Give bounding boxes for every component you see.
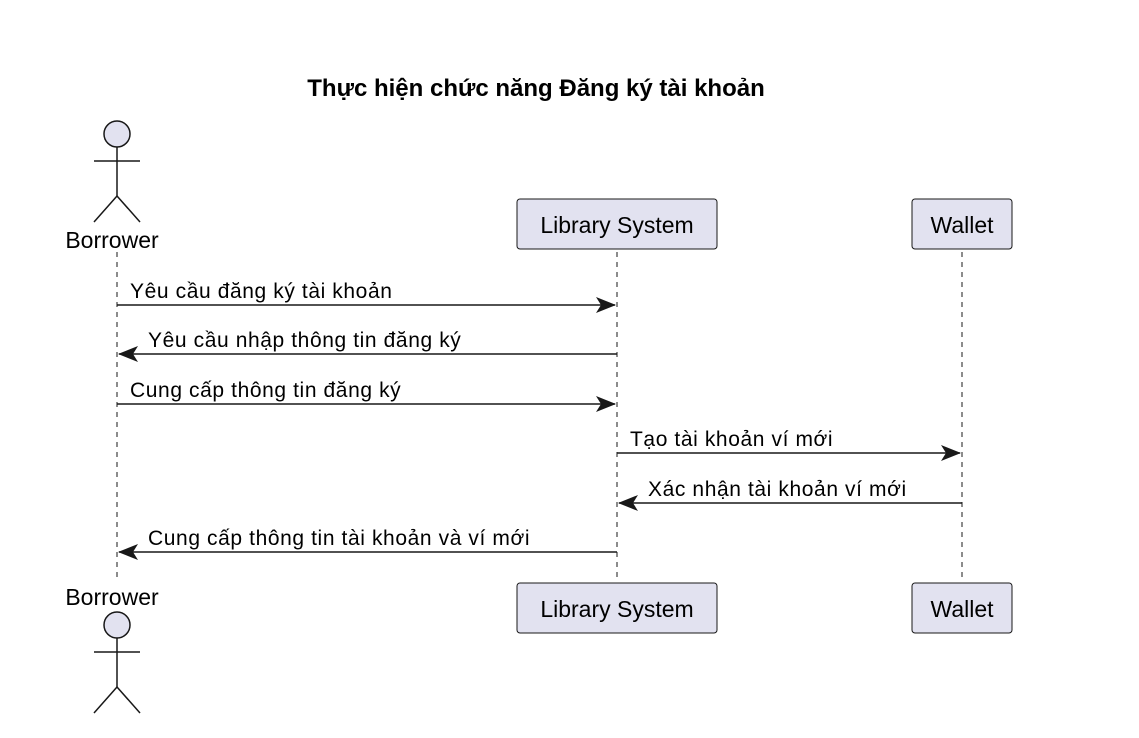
message-6: Cung cấp thông tin tài khoản và ví mới [118, 527, 617, 560]
message-2: Yêu cầu nhập thông tin đăng ký [118, 329, 617, 362]
actor-icon-borrower-top [93, 120, 141, 223]
message-5-label: Xác nhận tài khoản ví mới [648, 478, 907, 501]
message-6-label: Cung cấp thông tin tài khoản và ví mới [148, 527, 530, 550]
message-1: Yêu cầu đăng ký tài khoản [117, 280, 616, 313]
participant-box-wallet-bottom [911, 582, 1013, 634]
participant-label-library-system-bottom: Library System [540, 596, 693, 622]
actor-label-borrower-top: Borrower [65, 227, 159, 253]
participant-label-library-system-top: Library System [540, 212, 693, 238]
message-3-label: Cung cấp thông tin đăng ký [130, 379, 401, 402]
participant-box-wallet-top [911, 198, 1013, 250]
message-1-label: Yêu cầu đăng ký tài khoản [130, 280, 393, 303]
message-2-label: Yêu cầu nhập thông tin đăng ký [148, 329, 461, 352]
actor-label-borrower-bottom: Borrower [65, 584, 159, 610]
diagram-title: Thực hiện chức năng Đăng ký tài khoản [307, 75, 765, 102]
message-3: Cung cấp thông tin đăng ký [117, 379, 616, 412]
message-4-label: Tạo tài khoản ví mới [630, 428, 833, 451]
actor-icon-borrower-bottom [93, 611, 141, 714]
message-5: Xác nhận tài khoản ví mới [618, 478, 962, 511]
participant-label-wallet-top: Wallet [930, 212, 994, 238]
participant-label-wallet-bottom: Wallet [930, 596, 994, 622]
message-4: Tạo tài khoản ví mới [617, 428, 961, 461]
participant-box-library-system-top [516, 198, 718, 250]
participant-box-library-system-bottom [516, 582, 718, 634]
